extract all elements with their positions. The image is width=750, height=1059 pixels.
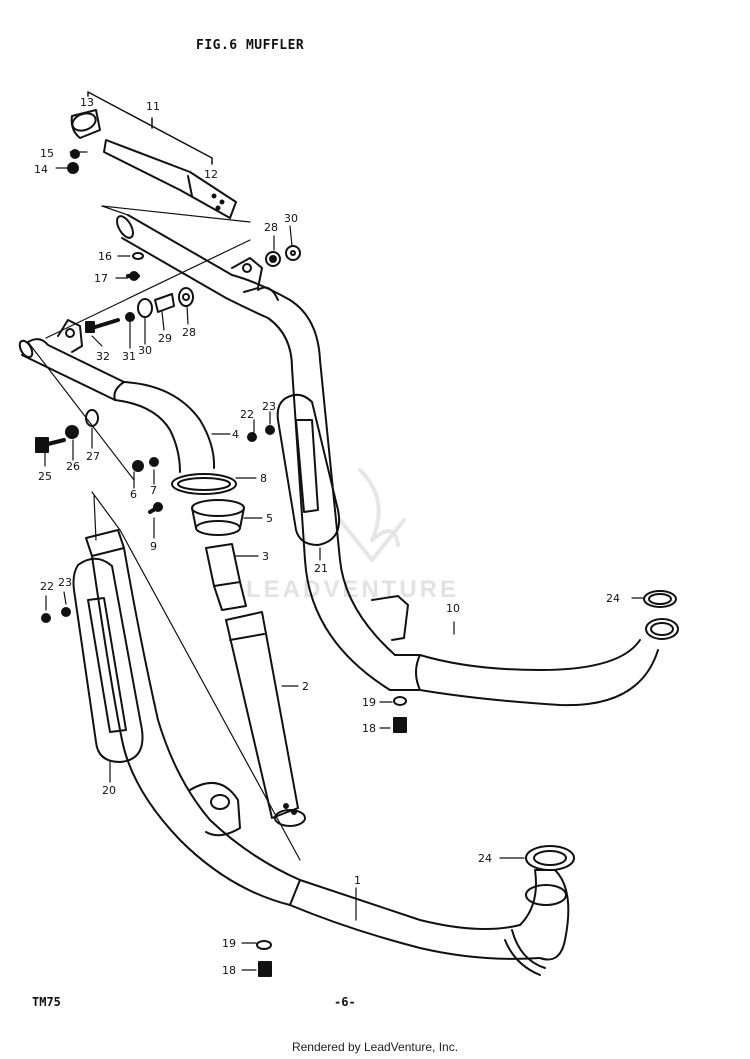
callout-13: 13 — [80, 96, 94, 109]
callout-6: 6 — [130, 488, 137, 501]
callout-25: 25 — [38, 470, 52, 483]
callout-30-upper: 30 — [284, 212, 298, 225]
callout-29: 29 — [158, 332, 172, 345]
callout-19-upper: 19 — [362, 696, 376, 709]
callout-15: 15 — [40, 147, 54, 160]
callout-28-upper: 28 — [264, 221, 278, 234]
fasteners — [35, 149, 407, 977]
figure-title: FIG.6 MUFFLER — [196, 38, 305, 53]
callout-9: 9 — [150, 540, 157, 553]
callout-16: 16 — [98, 250, 112, 263]
callout-4: 4 — [232, 428, 239, 441]
callout-26: 26 — [66, 460, 80, 473]
gasket-lower — [525, 845, 575, 871]
callout-8: 8 — [260, 472, 267, 485]
callout-3: 3 — [262, 550, 269, 563]
callout-24-upper: 24 — [606, 592, 620, 605]
callout-2: 2 — [302, 680, 309, 693]
callout-10: 10 — [446, 602, 460, 615]
callout-17: 17 — [94, 272, 108, 285]
callout-1: 1 — [354, 874, 361, 887]
callout-23-upper: 23 — [262, 400, 276, 413]
callout-31: 31 — [122, 350, 136, 363]
callout-11: 11 — [146, 100, 160, 113]
spark-arrester-parts — [70, 91, 237, 219]
callout-23-lower: 23 — [58, 576, 72, 589]
callout-5: 5 — [266, 512, 273, 525]
callout-12: 12 — [204, 168, 218, 181]
callout-20: 20 — [102, 784, 116, 797]
callout-30-mid: 30 — [138, 344, 152, 357]
callout-22-upper: 22 — [240, 408, 254, 421]
callout-18-lower: 18 — [222, 964, 236, 977]
callout-27: 27 — [86, 450, 100, 463]
gasket-upper — [643, 590, 679, 640]
callout-21: 21 — [314, 562, 328, 575]
assembly-guide-lines — [27, 205, 301, 861]
exhaust-pipe-and-silencer — [18, 319, 306, 827]
callout-28-mid: 28 — [182, 326, 196, 339]
watermark-logo-icon — [338, 468, 406, 562]
callout-labels: 13 11 12 15 14 28 30 16 17 32 31 30 29 2… — [34, 96, 620, 977]
callout-32: 32 — [96, 350, 110, 363]
page-number: -6- — [334, 995, 356, 1009]
callout-19-lower: 19 — [222, 937, 236, 950]
callout-22-lower: 22 — [40, 580, 54, 593]
callout-7: 7 — [150, 484, 157, 497]
footer-credit: Rendered by LeadVenture, Inc. — [291, 1040, 459, 1054]
lower-muffler-assembly — [72, 529, 570, 976]
model-code: TM75 — [32, 995, 61, 1009]
callout-18-upper: 18 — [362, 722, 376, 735]
callout-24-lower: 24 — [478, 852, 492, 865]
upper-muffler-assembly — [116, 214, 659, 707]
callout-14: 14 — [34, 163, 48, 176]
callout-leaders — [44, 151, 645, 971]
